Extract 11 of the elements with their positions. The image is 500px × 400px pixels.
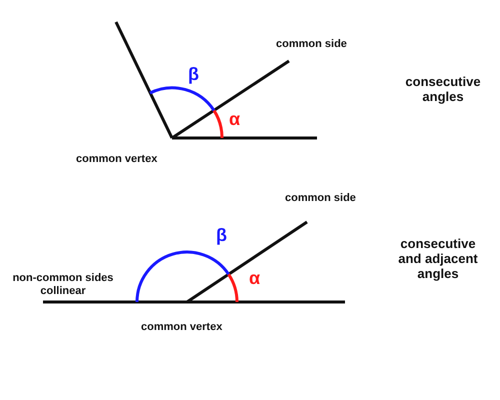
- text-label: consecutive angles: [404, 75, 482, 105]
- text-label: common side: [276, 38, 347, 51]
- text-label: common side: [285, 192, 356, 205]
- text-label: common vertex: [141, 321, 222, 334]
- text-label: non-common sides collinear: [12, 272, 114, 298]
- text-label: common vertex: [76, 153, 158, 166]
- angle-label: α: [249, 268, 260, 289]
- angle-label: β: [188, 64, 199, 85]
- text-label: consecutive and adjacent angles: [397, 237, 479, 282]
- angle-label: β: [216, 225, 227, 246]
- angle-label: α: [229, 109, 240, 130]
